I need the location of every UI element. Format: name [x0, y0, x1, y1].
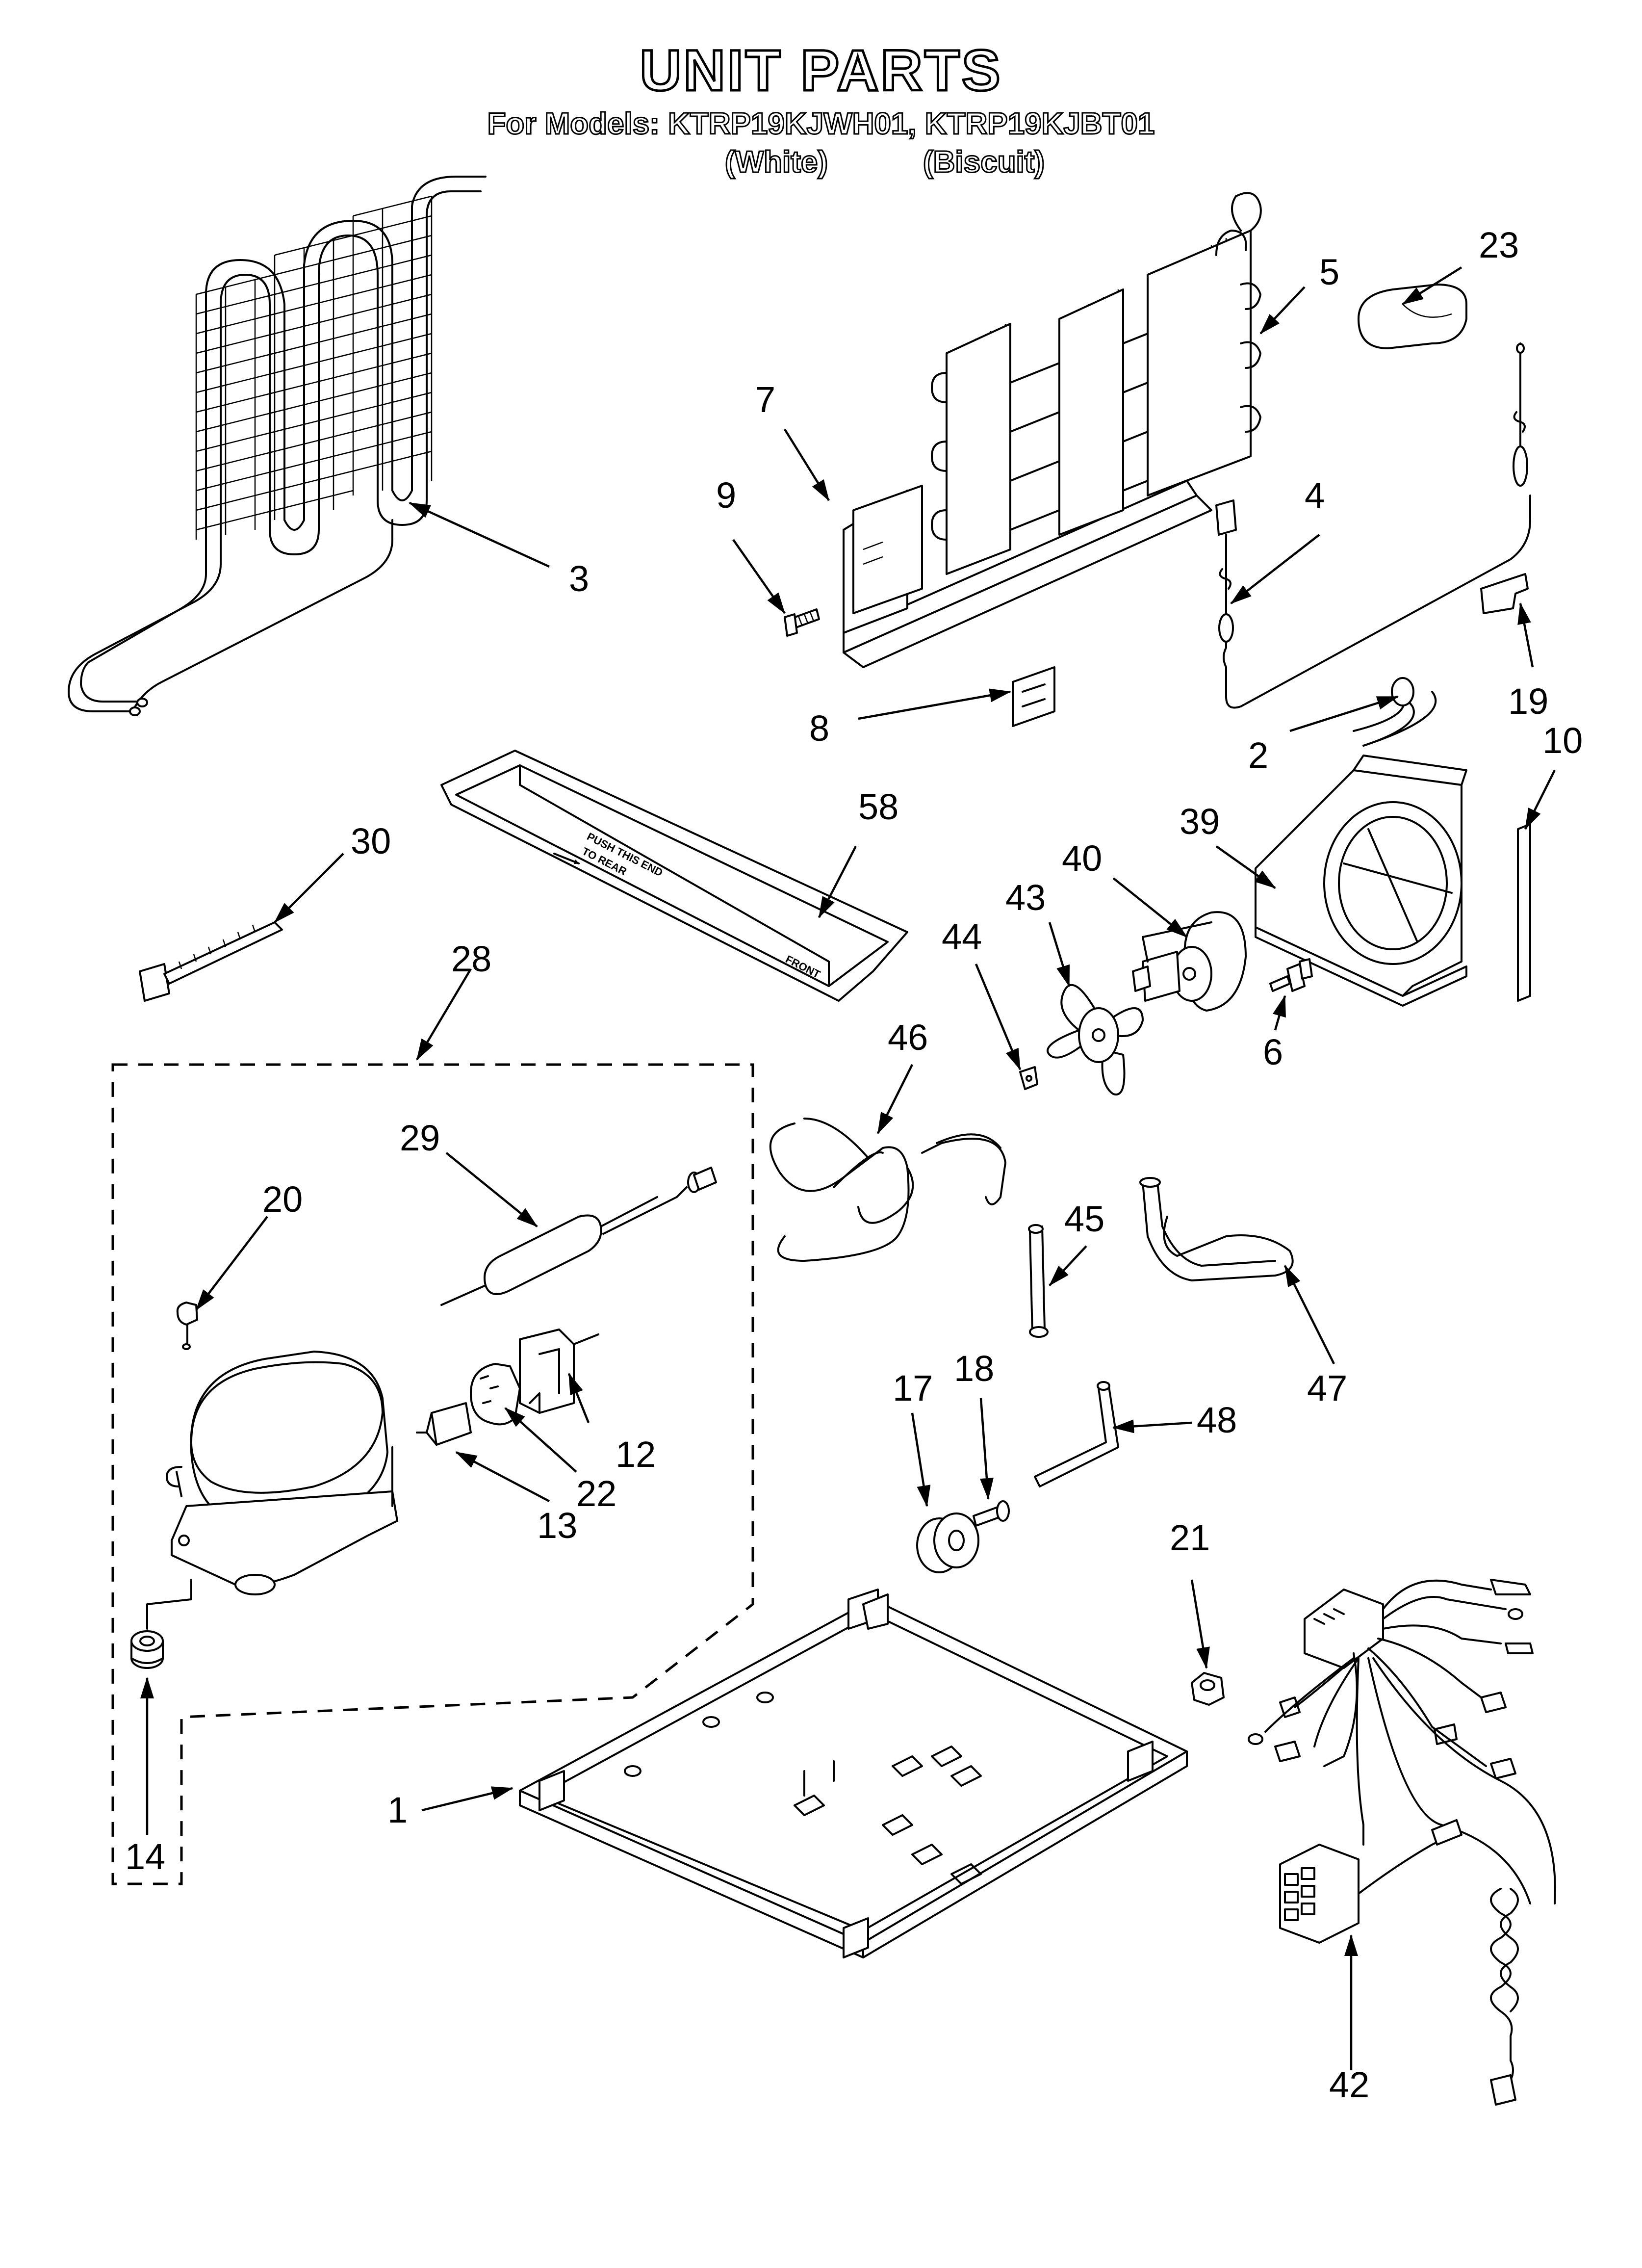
callout-10: 10 [1542, 720, 1583, 761]
screw-9 [784, 608, 820, 637]
wire-harness-42 [1248, 1579, 1556, 2106]
callout-13: 13 [537, 1505, 577, 1546]
screw-18 [973, 1500, 1010, 1527]
clip-44 [1019, 1066, 1038, 1090]
callout-39: 39 [1180, 801, 1220, 842]
screw-6 [1269, 958, 1313, 992]
grommet-14 [130, 1579, 192, 1669]
clip-8 [1012, 666, 1055, 727]
callout-43: 43 [1005, 877, 1046, 918]
callout-29: 29 [400, 1118, 440, 1158]
fan-shroud-39 [1255, 755, 1467, 1007]
callout-19: 19 [1508, 681, 1548, 722]
callout-6: 6 [1263, 1032, 1283, 1072]
drier-29 [440, 1167, 717, 1306]
sensor-wire-4 [1215, 342, 1531, 1002]
callout-5: 5 [1319, 252, 1339, 292]
callout-28: 28 [451, 938, 491, 979]
evaporator-assembly [843, 192, 1262, 668]
fan-blade-43 [1047, 984, 1144, 1095]
callout-47: 47 [1307, 1368, 1347, 1408]
callout-8: 8 [809, 708, 829, 749]
tube-47 [1139, 1177, 1294, 1281]
callout-44: 44 [942, 916, 982, 957]
callout-48: 48 [1197, 1400, 1237, 1440]
callout-4: 4 [1305, 475, 1325, 516]
nut-21 [1191, 1672, 1225, 1706]
models-line: For Models: KTRP19KJWH01, KTRP19KJBT01 [487, 107, 1155, 141]
pin-45 [1028, 1224, 1049, 1338]
callout-12: 12 [616, 1434, 656, 1475]
compressor-assembly-boundary [111, 1063, 754, 1885]
callout-58: 58 [858, 786, 898, 827]
callout-40: 40 [1062, 838, 1102, 879]
callout-14: 14 [125, 1836, 165, 1877]
callout-18: 18 [954, 1348, 994, 1389]
callout-46: 46 [888, 1017, 928, 1058]
callout-labels: 3 5 23 7 9 4 8 19 2 10 58 39 30 40 43 44… [125, 225, 1583, 2105]
callout-21: 21 [1170, 1517, 1210, 1558]
variant-white: (White) [724, 145, 828, 179]
overload-13 [416, 1402, 472, 1446]
drain-tray-58: PUSH THIS END TO REAR FRONT [440, 750, 908, 1002]
fan-motor-40 [1132, 911, 1247, 1012]
callout-9: 9 [716, 475, 736, 516]
page-title: UNIT PARTS [639, 38, 1002, 103]
callout-7: 7 [755, 379, 775, 420]
callout-17: 17 [893, 1368, 933, 1408]
callout-20: 20 [262, 1179, 303, 1220]
cap-23 [1358, 284, 1467, 349]
callout-1: 1 [387, 1790, 408, 1830]
callout-22: 22 [576, 1473, 616, 1514]
base-pan-1 [519, 1589, 1188, 1958]
callout-45: 45 [1064, 1199, 1104, 1239]
roller-17 [916, 1512, 979, 1573]
condenser-coil [68, 176, 487, 716]
compressor [166, 1302, 398, 1595]
drain-tube-46 [769, 1118, 1006, 1262]
callout-2: 2 [1248, 735, 1268, 776]
leader-lines [140, 266, 1556, 2070]
cable-tie-30 [139, 921, 283, 1002]
variant-biscuit: (Biscuit) [923, 145, 1046, 179]
callout-3: 3 [569, 558, 589, 599]
callout-30: 30 [351, 821, 391, 861]
tube-48 [1034, 1381, 1119, 1487]
callout-23: 23 [1479, 225, 1519, 265]
relay-cover-12 [519, 1329, 599, 1414]
callout-42: 42 [1329, 2064, 1369, 2105]
wire-2 [1353, 677, 1437, 747]
